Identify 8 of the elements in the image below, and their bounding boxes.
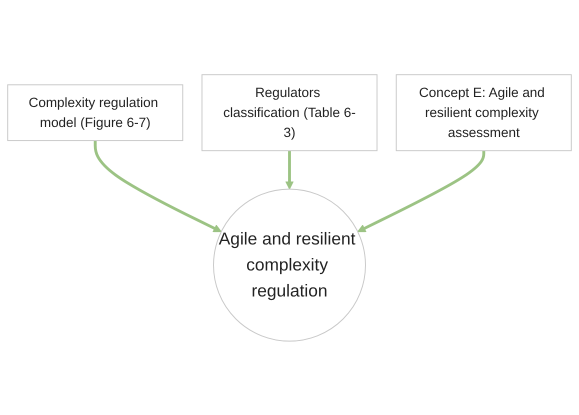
arrow (357, 150, 486, 232)
arrow (285, 150, 294, 190)
flowchart-drawing: Complexity regulation model (Figure 6-7) Regulators classification (Table 6-3) Concept E: Agile and resilient complexity assessment Agile and resilient complexity regulation (0, 66, 579, 348)
node-circle (213, 188, 366, 342)
arrow (94, 140, 222, 232)
node-box (7, 84, 184, 141)
node-box (202, 74, 378, 151)
node-box (396, 74, 572, 151)
